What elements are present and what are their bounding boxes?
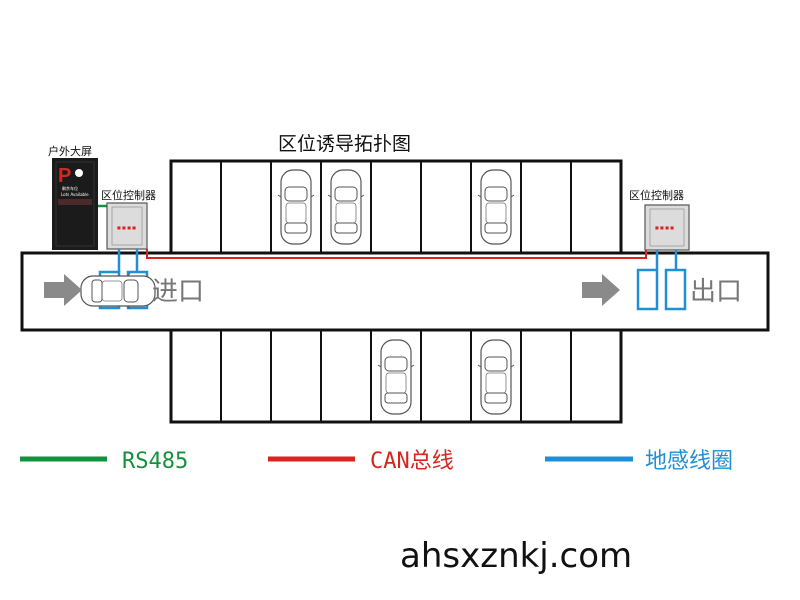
controller-left-mark: ■ ■ ■ ■	[117, 225, 136, 230]
exit-arrow-icon	[582, 274, 620, 306]
parked-car	[477, 169, 515, 245]
parking-slots-top	[169, 159, 623, 255]
controller-right-mark: ■ ■ ■ ■	[655, 225, 674, 230]
legend: RS485 CAN总线 地感线圈	[20, 449, 733, 474]
entrance-label: 进口	[152, 277, 204, 307]
controller-right-label: 区位控制器	[629, 188, 684, 202]
controller-left-label: 区位控制器	[101, 188, 156, 202]
legend-loop-label: 地感线圈	[645, 449, 733, 474]
loop-detector-exit	[636, 250, 687, 311]
can-bus-line	[146, 249, 647, 259]
entering-car	[80, 272, 156, 310]
diagram-title: 区位诱导拓扑图	[278, 133, 411, 155]
parking-p-icon: P	[58, 165, 71, 187]
entrance-arrow-icon	[44, 274, 82, 306]
website-label: ahsxznkj.com	[400, 536, 632, 576]
legend-can-label: CAN总线	[370, 449, 454, 474]
outdoor-screen: P 剩余车位 Lots Available	[52, 158, 98, 250]
controller-left: ■ ■ ■ ■	[106, 202, 148, 250]
outdoor-screen-label: 户外大屏	[48, 144, 92, 158]
legend-rs485-label: RS485	[122, 449, 188, 474]
controller-right: ■ ■ ■ ■	[644, 204, 690, 251]
screen-line2: Lots Available	[61, 192, 89, 197]
screen-line1: 剩余车位	[62, 185, 78, 191]
indicator-dot-icon	[75, 169, 83, 177]
parked-car	[477, 339, 515, 415]
parked-car	[327, 169, 365, 245]
exit-label: 出口	[690, 277, 742, 307]
parked-car	[377, 339, 415, 415]
parked-car	[277, 169, 315, 245]
